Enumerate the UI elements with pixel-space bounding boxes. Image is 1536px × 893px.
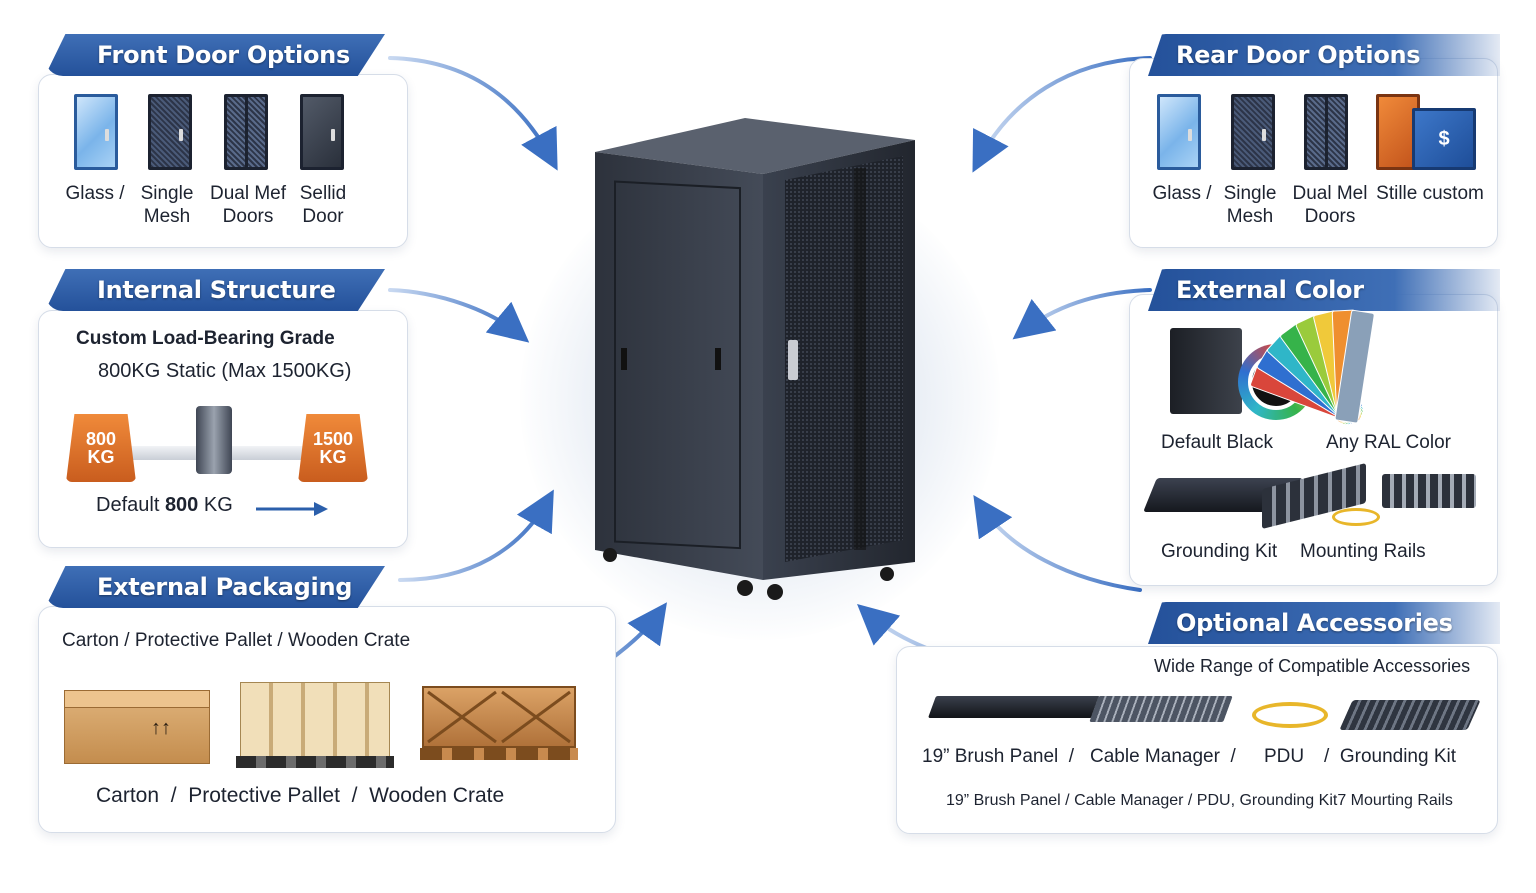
carton-box-icon: ↑↑ <box>64 690 210 764</box>
front-door-label-solid: Sellid Door <box>299 183 347 227</box>
custom-door-blue-icon: $ <box>1412 108 1476 170</box>
packaging-bottom-line: Carton / Protective Pallet / Wooden Crat… <box>96 784 505 807</box>
internal-line1: Custom Load-Bearing Grade <box>76 328 335 349</box>
server-rack-image <box>595 118 915 600</box>
glass-door-icon <box>74 94 118 170</box>
mesh-door-icon <box>148 94 192 170</box>
weight-800-num: 800 <box>85 429 117 449</box>
solid-door-icon <box>300 94 344 170</box>
weight-800-icon: 800 KG <box>66 414 136 482</box>
accessory-label-pdu: PDU <box>1264 746 1305 767</box>
rear-door-label-dual: Dual Mel Doors <box>1292 183 1368 227</box>
accessories-subtitle: Wide Range of Compatible Accessories <box>1154 656 1471 676</box>
color-label-rails: Mounting Rails <box>1300 541 1426 562</box>
load-column-icon <box>196 406 232 474</box>
arrow-packaging <box>398 489 554 582</box>
arrow-internal <box>388 288 530 343</box>
rear-door-title: Rear Door Options <box>1148 34 1500 76</box>
internal-line2: 800KG Static (Max 1500KG) <box>98 360 352 382</box>
rear-door-label-mesh: Single Mesh <box>1223 183 1277 227</box>
rear-door-label-custom: Stille custom <box>1376 183 1484 204</box>
rear-door-label-glass: Glass / <box>1152 183 1212 204</box>
packaging-title: External Packaging <box>45 566 385 608</box>
accessory-label-cable: Cable Manager / <box>1090 746 1236 767</box>
weight-1500-num: 1500 <box>312 429 354 449</box>
arrow-rear-door <box>972 56 1152 173</box>
dual-mesh-door-icon <box>1304 94 1348 170</box>
grounding-kit-icon <box>1339 700 1481 730</box>
right-arrow-icon <box>256 502 328 516</box>
accessories-footer: 19” Brush Panel / Cable Manager / PDU, G… <box>946 792 1453 809</box>
cable-ties-icon <box>1332 508 1380 526</box>
black-cabinet-icon <box>1170 328 1242 414</box>
glass-door-icon <box>1157 94 1201 170</box>
carton-mark: ↑↑ <box>151 717 171 739</box>
external-color-title: External Color <box>1148 269 1500 311</box>
default-load: Default 800 KG <box>96 494 233 517</box>
color-label-grounding: Grounding Kit <box>1161 541 1278 562</box>
ral-fan-icon <box>1249 309 1486 427</box>
accessories-panel <box>896 646 1498 834</box>
front-door-label-glass: Glass / <box>65 183 125 204</box>
arrow-front-door <box>388 56 558 171</box>
weight-1500-unit: KG <box>319 447 347 467</box>
front-door-label-dual: Dual Mef Doors <box>209 183 287 227</box>
accessory-label-brush: 19” Brush Panel / <box>922 746 1075 767</box>
cable-manager-icon <box>1089 696 1233 722</box>
rails-hardware-icon <box>1382 474 1476 508</box>
front-door-title: Front Door Options <box>45 34 385 76</box>
front-door-label-mesh: Single Mesh <box>140 183 194 227</box>
weight-1500-icon: 1500 KG <box>298 414 368 482</box>
internal-structure-title: Internal Structure <box>45 269 385 311</box>
default-unit: KG <box>198 494 233 516</box>
wooden-crate-icon <box>422 686 576 748</box>
mesh-door-icon <box>1231 94 1275 170</box>
color-label-ral: Any RAL Color <box>1326 432 1451 453</box>
pallet-base-icon <box>236 756 394 768</box>
weight-800-unit: KG <box>87 447 115 467</box>
pdu-icon <box>1252 702 1328 728</box>
arrow-color <box>1012 288 1152 340</box>
default-prefix: Default <box>96 494 165 516</box>
arrow-rails <box>973 495 1142 592</box>
packaging-top-line: Carton / Protective Pallet / Wooden Crat… <box>62 630 411 651</box>
default-value: 800 <box>164 494 199 516</box>
accessories-title: Optional Accessories <box>1148 602 1500 644</box>
brush-panel-icon <box>927 696 1101 718</box>
crate-base-icon <box>420 748 578 760</box>
accessory-label-grounding: / Grounding Kit <box>1324 746 1457 767</box>
pallet-box-icon <box>240 682 390 758</box>
color-label-default: Default Black <box>1161 432 1273 453</box>
dual-mesh-door-icon <box>224 94 268 170</box>
